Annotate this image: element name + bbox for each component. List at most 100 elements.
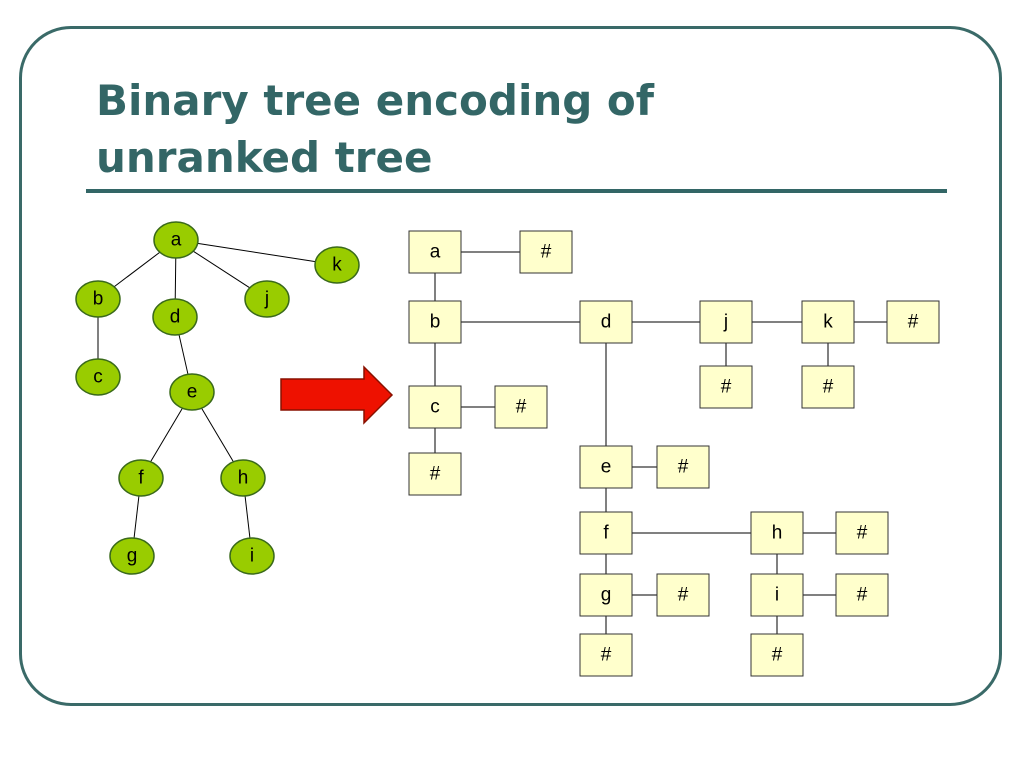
encoding-node-label: # bbox=[601, 645, 612, 666]
tree-node-g: g bbox=[109, 537, 155, 575]
encoding-node-label: # bbox=[857, 523, 868, 544]
tree-edge-d-e bbox=[178, 334, 189, 375]
encoding-node-label: b bbox=[430, 312, 441, 333]
encoding-node-i_s: # bbox=[835, 573, 889, 617]
encoding-node-label: c bbox=[430, 397, 440, 418]
encoding-node-box bbox=[750, 511, 804, 555]
encoding-node-label: # bbox=[541, 242, 552, 263]
tree-node-label: k bbox=[332, 255, 342, 276]
tree-edge-a-j bbox=[192, 250, 251, 289]
tree-node-f: f bbox=[118, 459, 164, 497]
encoding-node-f: f bbox=[579, 511, 633, 555]
encoding-node-h: h bbox=[750, 511, 804, 555]
encoding-node-g_c: # bbox=[579, 633, 633, 677]
tree-node-shape bbox=[152, 298, 198, 336]
encoding-node-label: # bbox=[823, 377, 834, 398]
tree-node-label: a bbox=[171, 230, 182, 251]
encoding-node-label: # bbox=[772, 645, 783, 666]
tree-node-label: e bbox=[187, 382, 198, 403]
encoding-node-label: f bbox=[603, 523, 609, 544]
encoding-node-box bbox=[835, 573, 889, 617]
encoding-node-a_s: # bbox=[519, 230, 573, 274]
tree-node-label: f bbox=[138, 468, 144, 489]
right-arrow-icon-shape bbox=[280, 365, 394, 425]
tree-edge-a-b bbox=[113, 251, 161, 288]
encoding-node-box bbox=[835, 511, 889, 555]
tree-node-shape bbox=[220, 459, 266, 497]
tree-node-label: h bbox=[238, 468, 249, 489]
encoding-node-j: j bbox=[699, 300, 753, 344]
encoding-node-box bbox=[408, 385, 462, 429]
encoding-node-j_c: # bbox=[699, 365, 753, 409]
encoding-node-label: # bbox=[516, 397, 527, 418]
title-line-2: unranked tree bbox=[96, 133, 433, 182]
encoding-node-box bbox=[801, 300, 855, 344]
encoding-node-box bbox=[494, 385, 548, 429]
tree-edge-f-g bbox=[133, 495, 140, 539]
encoding-node-c_c: # bbox=[408, 452, 462, 496]
encoding-node-label: k bbox=[823, 312, 833, 333]
encoding-node-k: k bbox=[801, 300, 855, 344]
encoding-node-g: g bbox=[579, 573, 633, 617]
tree-node-j: j bbox=[244, 280, 290, 318]
encoding-node-box bbox=[699, 365, 753, 409]
tree-node-i: i bbox=[229, 537, 275, 575]
encoding-node-box bbox=[699, 300, 753, 344]
tree-node-d: d bbox=[152, 298, 198, 336]
title-line-1: Binary tree encoding of bbox=[96, 76, 655, 125]
tree-edge-a-d bbox=[174, 257, 177, 300]
tree-node-e: e bbox=[169, 373, 215, 411]
slide-title: Binary tree encoding of unranked tree bbox=[96, 72, 916, 186]
encoding-node-box bbox=[750, 633, 804, 677]
tree-node-label: j bbox=[264, 289, 269, 310]
encoding-node-b: b bbox=[408, 300, 462, 344]
encoding-node-label: a bbox=[430, 242, 441, 263]
encoding-node-box bbox=[886, 300, 940, 344]
encoding-node-label: i bbox=[775, 585, 779, 606]
tree-node-label: d bbox=[170, 307, 181, 328]
encoding-node-box bbox=[408, 452, 462, 496]
encoding-node-box bbox=[408, 230, 462, 274]
tree-node-shape bbox=[314, 246, 360, 284]
encoding-node-a: a bbox=[408, 230, 462, 274]
encoding-node-box bbox=[801, 365, 855, 409]
encoding-node-box bbox=[579, 300, 633, 344]
encoding-node-k_s: # bbox=[886, 300, 940, 344]
encoding-node-i_c: # bbox=[750, 633, 804, 677]
encoding-node-box bbox=[579, 511, 633, 555]
tree-node-shape bbox=[229, 537, 275, 575]
encoding-node-box bbox=[579, 633, 633, 677]
encoding-node-label: d bbox=[601, 312, 612, 333]
encoding-node-c: c bbox=[408, 385, 462, 429]
encoding-node-box bbox=[579, 573, 633, 617]
tree-node-shape bbox=[75, 280, 121, 318]
tree-edge-e-h bbox=[201, 407, 234, 463]
tree-node-shape bbox=[169, 373, 215, 411]
encoding-node-i: i bbox=[750, 573, 804, 617]
encoding-node-box bbox=[519, 230, 573, 274]
binary-encoding-nodes: a # b d j k # # # c # # e # f h # g # i # # # bbox=[408, 230, 940, 677]
encoding-node-label: # bbox=[430, 464, 441, 485]
encoding-node-box bbox=[750, 573, 804, 617]
encoding-node-k_c: # bbox=[801, 365, 855, 409]
encoding-node-label: # bbox=[857, 585, 868, 606]
unranked-tree-edges bbox=[97, 242, 316, 539]
encoding-node-label: # bbox=[678, 585, 689, 606]
tree-node-h: h bbox=[220, 459, 266, 497]
title-underline bbox=[86, 189, 947, 193]
tree-node-label: b bbox=[93, 289, 104, 310]
encoding-node-box bbox=[656, 445, 710, 489]
encoding-node-box bbox=[579, 445, 633, 489]
encoding-node-e: e bbox=[579, 445, 633, 489]
encoding-node-d: d bbox=[579, 300, 633, 344]
tree-node-label: c bbox=[93, 367, 103, 388]
encoding-node-g_s: # bbox=[656, 573, 710, 617]
tree-node-k: k bbox=[314, 246, 360, 284]
encoding-node-e_s: # bbox=[656, 445, 710, 489]
right-arrow-icon bbox=[280, 365, 394, 425]
encoding-node-label: e bbox=[601, 457, 612, 478]
tree-edge-a-k bbox=[197, 242, 316, 263]
tree-node-label: g bbox=[127, 546, 138, 567]
tree-edge-e-f bbox=[150, 407, 183, 463]
encoding-node-label: j bbox=[723, 312, 728, 333]
